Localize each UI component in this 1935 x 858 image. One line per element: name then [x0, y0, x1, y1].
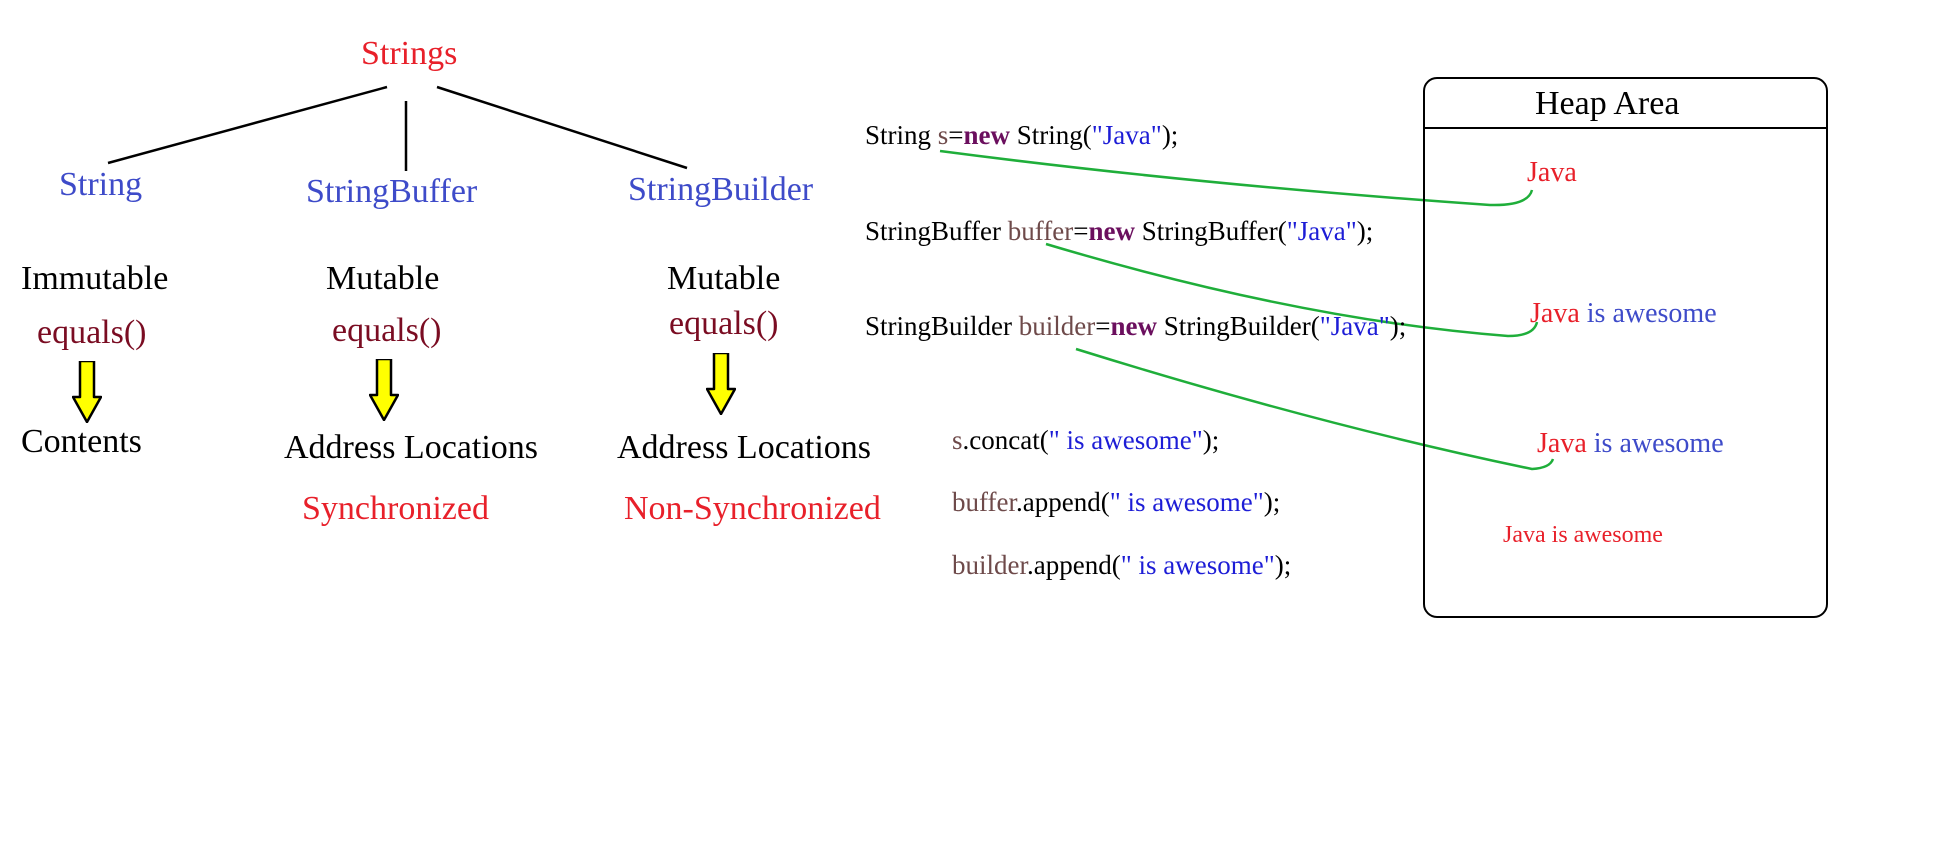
code-constructor: StringBuffer(	[1134, 216, 1287, 246]
heap-title: Heap Area	[1535, 85, 1680, 122]
code-line-buffer-append-call: buffer.append(" is awesome");	[952, 489, 1280, 516]
heap-object-text: Java	[1527, 157, 1577, 188]
branch-sync-stringbuilder: Non-Synchronized	[624, 490, 881, 527]
down-arrow-icon	[369, 359, 399, 421]
down-arrow-icon	[72, 361, 102, 423]
branch-compares-string: Contents	[21, 423, 142, 460]
code-variable: s	[937, 120, 949, 150]
code-variable: s	[952, 425, 963, 455]
code-keyword: new	[963, 120, 1011, 150]
heap-title-bar	[1425, 79, 1826, 129]
code-variable: buffer	[1007, 216, 1074, 246]
heap-object-text: Java	[1530, 298, 1580, 329]
code-terminator: );	[1389, 311, 1407, 341]
code-terminator: );	[1274, 550, 1292, 580]
down-arrow-icon	[706, 353, 736, 415]
tree-root: Strings	[361, 35, 458, 72]
code-variable: buffer	[952, 487, 1016, 517]
heap-object-4: Java is awesome	[1503, 523, 1663, 547]
branch-method-stringbuilder: equals()	[669, 305, 779, 342]
code-terminator: );	[1161, 120, 1179, 150]
code-line-concat-call: s.concat(" is awesome");	[952, 427, 1219, 454]
tree-connector-string	[107, 85, 388, 165]
tree-connector-stringbuilder	[436, 85, 688, 170]
code-string-literal: "Java"	[1091, 120, 1162, 150]
code-keyword: new	[1088, 216, 1135, 246]
code-operator: =	[1095, 311, 1111, 341]
heap-area-box	[1423, 77, 1828, 618]
branch-compares-stringbuilder: Address Locations	[617, 429, 872, 466]
code-method: .concat(	[962, 425, 1049, 455]
branch-method-string: equals()	[37, 314, 147, 351]
code-line-stringbuilder-decl: StringBuilder builder=new StringBuilder(…	[865, 313, 1406, 340]
code-line-builder-append-call: builder.append(" is awesome");	[952, 552, 1291, 579]
code-line-stringbuffer-decl: StringBuffer buffer=new StringBuffer("Ja…	[865, 218, 1373, 245]
branch-name-string: String	[59, 166, 143, 203]
code-method: .append(	[1015, 487, 1110, 517]
heap-object-3: Java is awesome	[1537, 430, 1724, 458]
branch-name-stringbuilder: StringBuilder	[628, 171, 814, 208]
code-terminator: );	[1263, 487, 1281, 517]
code-line-string-decl: String s=new String("Java");	[865, 122, 1178, 149]
pointer-buffer	[1045, 242, 1539, 338]
branch-mutability-string: Immutable	[21, 260, 169, 297]
heap-object-appended-text: is awesome	[1579, 298, 1717, 329]
code-constructor: String(	[1010, 120, 1092, 150]
branch-mutability-stringbuffer: Mutable	[326, 260, 440, 297]
heap-object-2: Java is awesome	[1530, 300, 1717, 328]
pointer-s	[939, 149, 1534, 207]
branch-sync-stringbuffer: Synchronized	[302, 490, 489, 527]
heap-object-text: Java	[1537, 428, 1587, 459]
branch-compares-stringbuffer: Address Locations	[284, 429, 539, 466]
code-type: StringBuilder	[865, 311, 1019, 341]
code-variable: builder	[1018, 311, 1096, 341]
code-string-literal: " is awesome"	[1120, 550, 1275, 580]
branch-name-stringbuffer: StringBuffer	[306, 173, 478, 210]
code-keyword: new	[1110, 311, 1157, 341]
heap-object-text: Java is awesome	[1503, 522, 1663, 548]
code-string-literal: " is awesome"	[1109, 487, 1264, 517]
code-string-literal: "Java"	[1319, 311, 1390, 341]
heap-object-appended-text: is awesome	[1586, 428, 1724, 459]
code-operator: =	[948, 120, 964, 150]
code-type: StringBuffer	[865, 216, 1008, 246]
code-constructor: StringBuilder(	[1156, 311, 1320, 341]
code-string-literal: " is awesome"	[1048, 425, 1203, 455]
code-terminator: );	[1202, 425, 1220, 455]
code-string-literal: "Java"	[1286, 216, 1357, 246]
code-method: .append(	[1027, 550, 1121, 580]
heap-object-1: Java	[1527, 159, 1577, 187]
branch-method-stringbuffer: equals()	[332, 312, 442, 349]
code-type: String	[865, 120, 938, 150]
branch-mutability-stringbuilder: Mutable	[667, 260, 781, 297]
code-variable: builder	[952, 550, 1027, 580]
code-operator: =	[1073, 216, 1089, 246]
pointer-builder	[1075, 347, 1555, 471]
code-terminator: );	[1356, 216, 1374, 246]
